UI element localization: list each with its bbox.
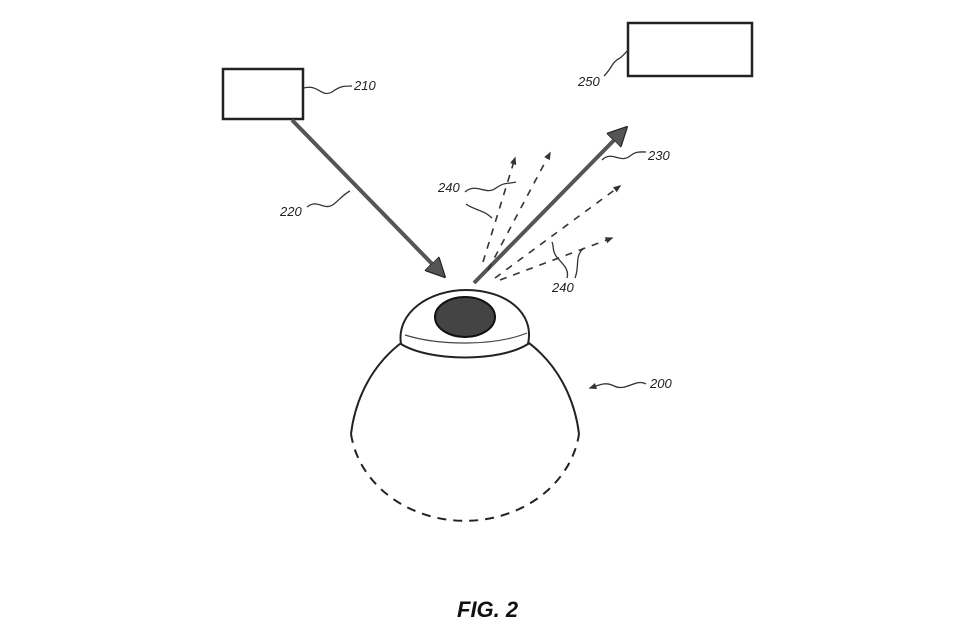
label-210: 210 <box>353 78 376 93</box>
scattered-rays <box>482 151 622 281</box>
label-250: 250 <box>577 74 600 89</box>
scattered-ray-3 <box>494 185 622 279</box>
detector-box <box>626 21 754 78</box>
figure-caption: FIG. 2 <box>457 597 519 622</box>
scattered-ray-1 <box>482 156 517 263</box>
label-200: 200 <box>649 376 672 391</box>
leader-240-lower-b <box>574 247 585 279</box>
label-230: 230 <box>647 148 670 163</box>
label-240-upper: 240 <box>437 180 460 195</box>
scattered-ray-2 <box>487 151 551 271</box>
leader-250 <box>603 49 629 77</box>
leader-210 <box>303 85 353 95</box>
leader-240-upper <box>464 181 517 193</box>
light-source-box <box>221 67 305 121</box>
scattered-ray-4 <box>499 237 614 281</box>
reflected-beam <box>472 132 622 285</box>
label-240-lower: 240 <box>551 280 574 295</box>
leader-220 <box>306 190 351 208</box>
pupil <box>434 296 496 338</box>
leader-240-upper-b <box>465 203 493 219</box>
cornea-inner-line <box>404 332 528 344</box>
label-220: 220 <box>279 204 302 219</box>
eye <box>350 288 580 522</box>
leader-230 <box>601 151 647 161</box>
eye-globe-lower-dashed <box>350 433 580 522</box>
incident-beam <box>290 118 440 272</box>
leader-240-lower <box>551 241 569 279</box>
leader-200 <box>588 381 647 390</box>
